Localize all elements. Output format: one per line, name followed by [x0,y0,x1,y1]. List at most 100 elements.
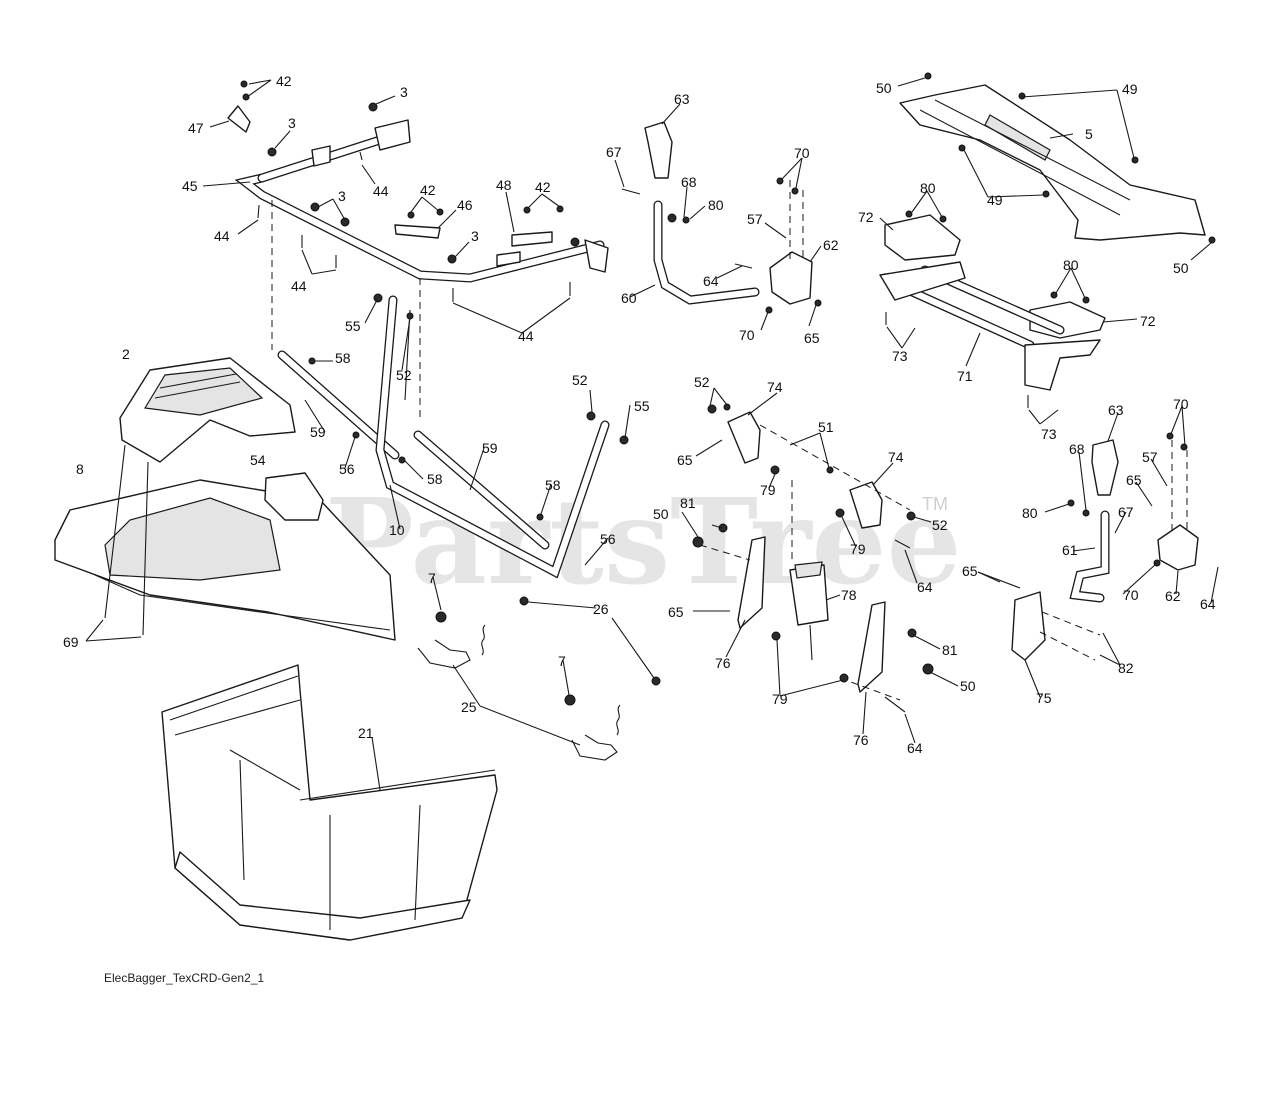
callout-label-79: 79 [850,541,866,557]
callout-label-81: 81 [942,642,958,658]
handle-frame-assembly [227,80,609,420]
callout-label-65: 65 [962,563,978,579]
callout-label-64: 64 [703,273,719,289]
bracket-62b [1157,524,1199,571]
callout-label-59: 59 [310,424,326,440]
callout-label-58: 58 [545,477,561,493]
callout-label-60: 60 [621,290,637,306]
bracket-72a [884,214,961,261]
callout-label-44: 44 [518,328,534,344]
callout-label-52: 52 [396,367,412,383]
callout-label-64: 64 [1200,596,1216,612]
springs-25 [417,596,661,761]
callout-label-80: 80 [920,180,936,196]
callout-label-26: 26 [593,601,609,617]
callout-label-63: 63 [1108,402,1124,418]
callout-label-65: 65 [668,604,684,620]
hopper-top-parts [54,357,396,641]
callout-label-50: 50 [960,678,976,694]
callout-label-68: 68 [1069,441,1085,457]
callout-label-80: 80 [1022,505,1038,521]
lever-assembly-left [621,121,822,314]
callout-label-65: 65 [677,452,693,468]
callout-label-65: 65 [1126,472,1142,488]
callout-label-55: 55 [634,398,650,414]
callout-label-44: 44 [214,228,230,244]
callout-label-42: 42 [535,179,551,195]
callout-label-78: 78 [841,587,857,603]
callout-label-52: 52 [932,517,948,533]
callout-label-45: 45 [182,178,198,194]
bracket-assembly-5 [899,72,1216,244]
callout-label-65: 65 [804,330,820,346]
callout-label-46: 46 [457,197,473,213]
callout-label-7: 7 [558,653,566,669]
callout-label-51: 51 [818,419,834,435]
callout-label-55: 55 [345,318,361,334]
callout-label-56: 56 [600,531,616,547]
callout-label-67: 67 [606,144,622,160]
callout-label-70: 70 [739,327,755,343]
plate-76a [737,536,766,629]
callout-label-25: 25 [461,699,477,715]
callout-label-3: 3 [288,115,296,131]
callout-label-56: 56 [339,461,355,477]
bracket-74b [849,481,883,529]
callout-label-72: 72 [858,209,874,225]
callout-label-48: 48 [496,177,512,193]
callout-label-80: 80 [708,197,724,213]
bracket-62a [769,251,813,305]
lever-assembly-right [1011,432,1199,661]
callout-label-52: 52 [572,372,588,388]
callout-label-3: 3 [400,84,408,100]
frame-assembly-71 [879,210,1106,408]
callout-label-70: 70 [1123,587,1139,603]
callout-label-44: 44 [291,278,307,294]
bracket-75 [1011,591,1046,661]
bracket-74a [727,411,761,464]
callout-label-58: 58 [335,350,351,366]
callout-label-79: 79 [760,482,776,498]
bracket-46 [394,224,441,239]
callout-label-81: 81 [680,495,696,511]
callout-label-67: 67 [1118,504,1134,520]
callout-label-5: 5 [1085,126,1093,142]
watermark-tm: TM [922,494,948,514]
callout-label-57: 57 [747,211,763,227]
callout-label-64: 64 [907,740,923,756]
callout-label-75: 75 [1036,690,1052,706]
callout-label-58: 58 [427,471,443,487]
callout-label-73: 73 [892,348,908,364]
callout-label-50: 50 [876,80,892,96]
callout-label-76: 76 [853,732,869,748]
callout-label-3: 3 [338,188,346,204]
callout-label-71: 71 [957,368,973,384]
callout-label-2: 2 [122,346,130,362]
callout-label-70: 70 [794,145,810,161]
callout-label-54: 54 [250,452,266,468]
callout-label-62: 62 [1165,588,1181,604]
callout-label-49: 49 [1122,81,1138,97]
callout-label-10: 10 [389,522,405,538]
callout-label-42: 42 [276,73,292,89]
callout-label-47: 47 [188,120,204,136]
callout-label-8: 8 [76,461,84,477]
callout-label-64: 64 [917,579,933,595]
callout-label-7: 7 [428,570,436,586]
callout-label-50: 50 [1173,260,1189,276]
callout-label-44: 44 [373,183,389,199]
knob-63b [1091,439,1119,496]
callout-label-79: 79 [772,691,788,707]
callout-label-63: 63 [674,91,690,107]
callout-label-72: 72 [1140,313,1156,329]
knob-63a [644,121,673,179]
callout-label-69: 69 [63,634,79,650]
callout-label-70: 70 [1173,396,1189,412]
callout-label-61: 61 [1062,542,1078,558]
leader-lines [85,77,1219,791]
callout-label-80: 80 [1063,257,1079,273]
callout-label-74: 74 [888,449,904,465]
